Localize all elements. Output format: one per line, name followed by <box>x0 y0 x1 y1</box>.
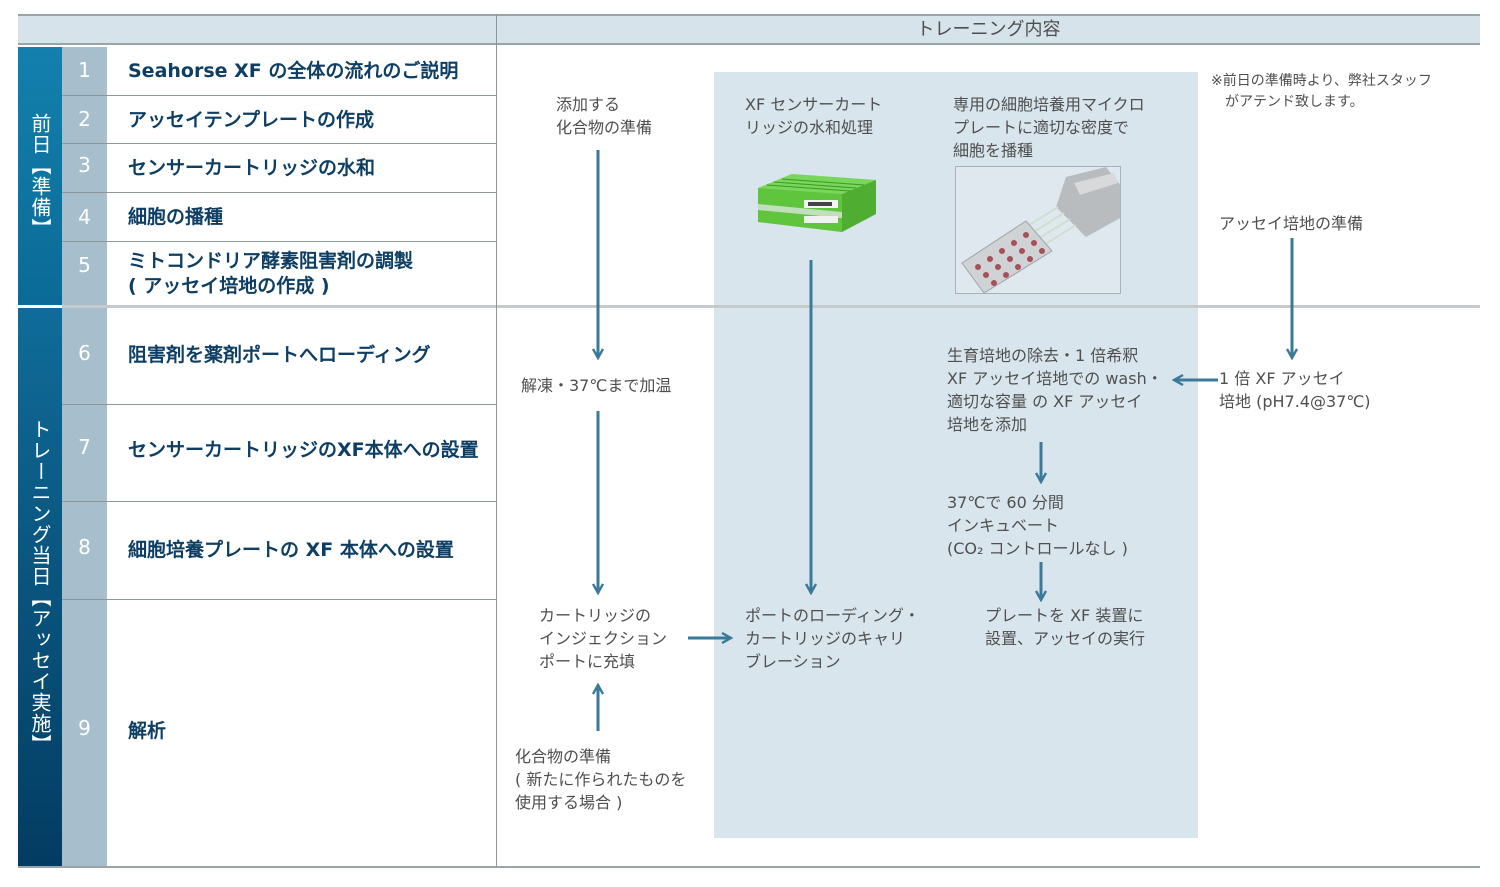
step-number: 6 <box>78 341 91 365</box>
assay-medium-prep-text: アッセイ培地の準備 <box>1219 214 1364 233</box>
step-number: 7 <box>78 435 91 459</box>
step-number: 5 <box>78 253 91 277</box>
step-number: 4 <box>78 205 91 229</box>
phase-training-day-label: トレーニング当日【アッセイ実施】 <box>28 419 52 755</box>
step-label: 解析 <box>128 720 167 742</box>
phase-prep-day: 前日【準備】 <box>18 47 62 305</box>
phase-divider <box>62 305 1480 308</box>
new-compound-text: 化合物の準備 ( 新たに作られたものを 使用する場合 ) <box>515 747 687 812</box>
assay-medium-text: 1 倍 XF アッセイ 培地 (pH7.4@37℃) <box>1219 369 1371 411</box>
row-divider <box>62 143 496 144</box>
header-title: トレーニング内容 <box>916 19 1061 40</box>
cell-seeding-text: 専用の細胞培養用マイクロ プレートに適切な密度で 細胞を播種 <box>953 95 1145 160</box>
row-divider <box>62 241 496 242</box>
number-column-prep <box>62 47 107 305</box>
step-number: 2 <box>78 107 91 131</box>
step-label: 細胞培養プレートの XF 本体への設置 <box>128 539 454 561</box>
step-label: アッセイテンプレートの作成 <box>128 109 375 131</box>
step-number: 8 <box>78 535 91 559</box>
fill-ports-text: カートリッジの インジェクション ポートに充填 <box>539 606 668 671</box>
run-assay-text: プレートを XF 装置に 設置、アッセイの実行 <box>985 606 1146 648</box>
column-divider <box>496 14 497 867</box>
cartridge-hydration-text: XF センサーカート リッジの水和処理 <box>745 95 883 137</box>
step-label: 細胞の播種 <box>128 206 224 228</box>
step-number: 1 <box>78 58 91 82</box>
row-divider <box>62 404 496 405</box>
step-number: 3 <box>78 153 91 177</box>
row-divider <box>62 95 496 96</box>
step-label: Seahorse XF の全体の流れのご説明 <box>128 60 459 82</box>
row-divider <box>62 599 496 600</box>
step-label: センサーカートリッジの水和 <box>128 157 376 179</box>
thaw-warm-text: 解凍・37℃まで加温 <box>521 376 672 395</box>
step-label: ミトコンドリア酵素阻害剤の調製 ( アッセイ培地の作成 ) <box>128 250 414 297</box>
header-band <box>18 14 1480 45</box>
incubate-text: 37℃で 60 分間 インキュベート (CO₂ コントロールなし ) <box>947 493 1128 558</box>
sensor-cartridge-image <box>752 170 880 246</box>
compound-prep-text: 添加する 化合物の準備 <box>556 95 653 137</box>
phase-training-day: トレーニング当日【アッセイ実施】 <box>18 308 62 866</box>
table-bottom-border <box>18 866 1480 868</box>
microplate-pipette-image <box>955 166 1121 294</box>
phase-prep-day-label: 前日【準備】 <box>28 113 52 239</box>
step-number: 9 <box>78 716 91 740</box>
row-divider <box>62 501 496 502</box>
row-divider <box>62 192 496 193</box>
port-loading-calibration-text: ポートのローディング・ カートリッジのキャリ ブレーション <box>745 606 920 671</box>
medium-exchange-text: 生育培地の除去・1 倍希釈 XF アッセイ培地での wash・ 適切な容量 の … <box>947 346 1163 434</box>
step-label: 阻害剤を薬剤ポートへローディング <box>128 344 431 366</box>
staff-note: ※前日の準備時より、弊社スタッフ がアテンド致します。 <box>1211 73 1432 110</box>
step-label: センサーカートリッジのXF本体への設置 <box>128 439 479 461</box>
number-column-training <box>62 308 107 866</box>
